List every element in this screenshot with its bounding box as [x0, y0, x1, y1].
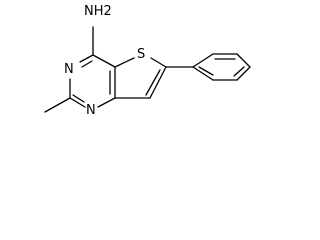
bond-ph1-ph2 — [192, 53, 214, 68]
bond-ph6-ph1-double — [198, 66, 214, 76]
ring-nitrogen-bottom-label: N — [86, 103, 96, 118]
bond-n1-c2 — [69, 97, 86, 108]
bond-n1-c2-double — [72, 94, 85, 103]
ring-nitrogen-top-label: N — [64, 62, 74, 77]
bond-c6-c7-double — [145, 69, 161, 96]
phenyl-ring — [192, 53, 251, 81]
bond-ph4-ph5 — [236, 66, 251, 81]
bond-c4-c4a — [92, 54, 116, 68]
amine-label: NH2 — [84, 4, 112, 19]
thiophene-ring — [114, 57, 167, 99]
bond-c2-methyl — [44, 97, 71, 113]
bond-ph3-ph4 — [236, 53, 251, 68]
bond-n3-c4 — [79, 54, 94, 63]
bond-ph4-ph5-double — [233, 66, 245, 77]
bond-s-c6 — [150, 57, 167, 68]
pyrimidine-ring — [69, 54, 116, 108]
bond-n3-c4-double — [81, 60, 93, 68]
bond-c7a-n1 — [97, 97, 116, 108]
bond-c6-c7 — [149, 66, 167, 99]
bond-c4a-s — [114, 57, 135, 68]
sulfur-label: S — [137, 47, 145, 62]
bond-ph6-ph1 — [192, 66, 214, 81]
chemical-structure-diagram: NH2 N N S — [44, 4, 251, 118]
